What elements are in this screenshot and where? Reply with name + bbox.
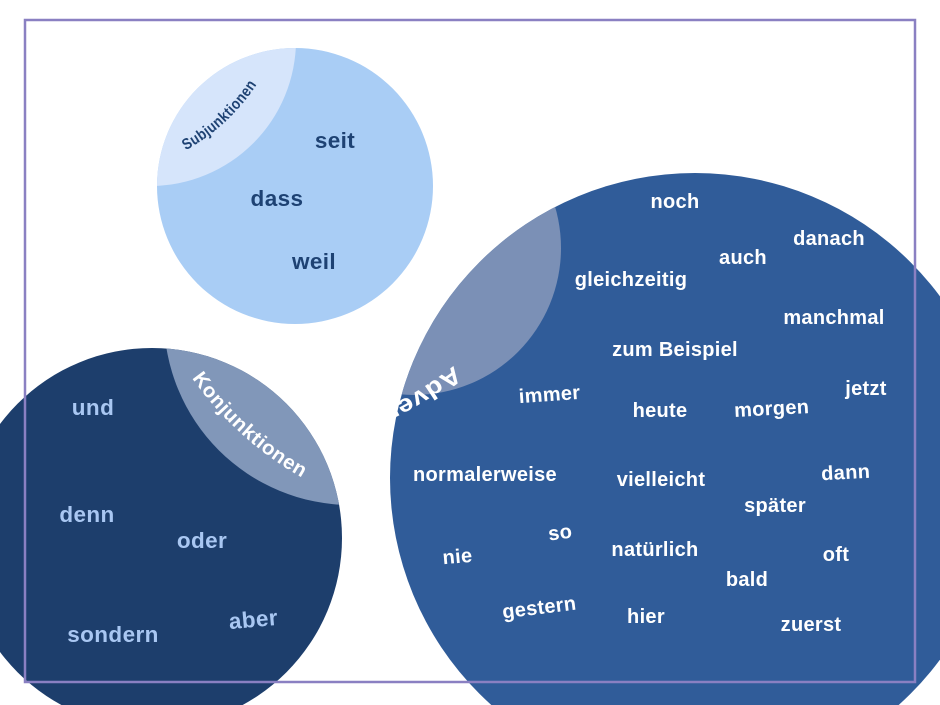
word-weil: weil — [291, 249, 336, 274]
word-dann: dann — [821, 461, 871, 486]
konjunktionen-group: Konjunktionen und denn oder sondern aber — [0, 348, 342, 705]
word-auch: auch — [719, 247, 767, 269]
border-frame — [23, 18, 917, 684]
word-seit: seit — [315, 128, 355, 153]
word-aber: aber — [228, 605, 279, 634]
subjunktionen-wedge — [157, 48, 296, 186]
word-manchmal: manchmal — [783, 307, 884, 329]
word-immer: immer — [518, 382, 581, 408]
word-danach: danach — [793, 228, 865, 250]
subjunktionen-group: Subjunktionen seit dass weil — [157, 48, 433, 324]
word-sondern: sondern — [67, 622, 159, 647]
word-zum-beispiel: zum Beispiel — [612, 339, 738, 361]
word-nie: nie — [442, 545, 474, 570]
word-heute: heute — [633, 400, 688, 422]
word-und: und — [72, 395, 114, 420]
word-denn: denn — [59, 502, 114, 527]
word-noch: noch — [651, 191, 700, 213]
word-spaeter: später — [744, 495, 806, 517]
word-so: so — [547, 520, 574, 545]
word-jetzt: jetzt — [844, 378, 887, 400]
word-dass: dass — [251, 186, 304, 211]
adverbien-circle — [390, 173, 940, 705]
word-zuerst: zuerst — [781, 614, 842, 636]
word-normalerweise: normalerweise — [413, 464, 557, 486]
konjunktionen-circle — [0, 348, 342, 705]
konjunktionen-wedge — [164, 348, 342, 505]
word-gleichzeitig: gleichzeitig — [575, 269, 688, 291]
word-hier: hier — [627, 606, 665, 628]
word-oder: oder — [177, 528, 227, 553]
word-bald: bald — [726, 569, 768, 591]
word-oft: oft — [823, 544, 849, 566]
word-morgen: morgen — [734, 396, 810, 422]
word-natuerlich: natürlich — [611, 539, 698, 561]
word-vielleicht: vielleicht — [617, 469, 706, 491]
